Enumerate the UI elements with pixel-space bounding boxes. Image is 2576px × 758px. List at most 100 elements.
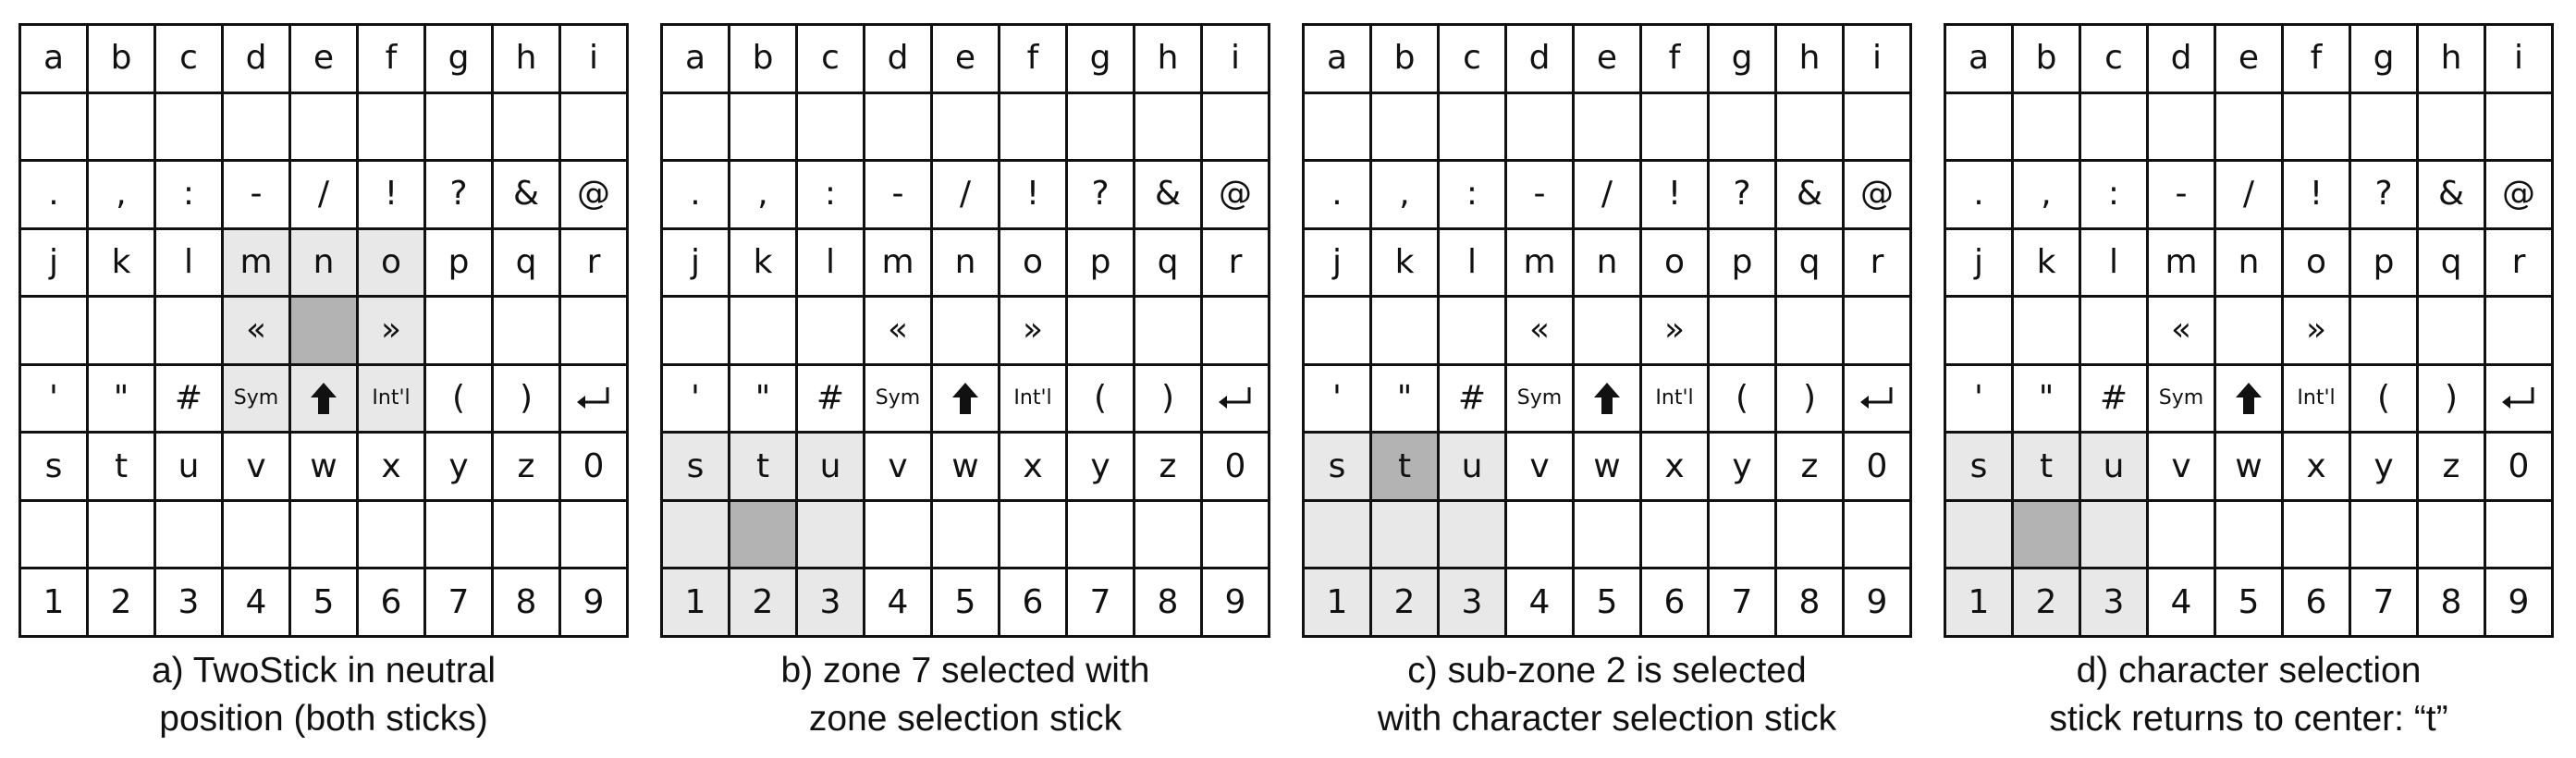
key-period: . [1946, 162, 2014, 230]
key-right-paren: ) [2419, 365, 2486, 434]
key-empty [1068, 93, 1135, 163]
key-b: b [730, 26, 798, 94]
key-x: x [1642, 434, 1710, 502]
key-3: 3 [798, 569, 865, 638]
key-empty [798, 93, 865, 163]
key-empty [1710, 298, 1777, 366]
key-empty [426, 501, 494, 570]
key-quote: " [89, 365, 156, 434]
key-empty [1845, 298, 1912, 366]
key-empty [1135, 501, 1203, 570]
key-empty [224, 93, 291, 163]
key-3: 3 [1440, 569, 1507, 638]
panel-caption: b) zone 7 selected with zone selection s… [660, 647, 1270, 743]
key-empty [359, 501, 426, 570]
key-empty [2419, 501, 2486, 570]
key-apostrophe: ' [1946, 365, 2014, 434]
key-d: d [224, 26, 291, 94]
key-right-paren: ) [494, 365, 561, 434]
key-q: q [1135, 229, 1203, 299]
key-colon: : [156, 162, 224, 230]
key-empty [494, 501, 561, 570]
key-empty [1000, 501, 1068, 570]
key-r: r [561, 229, 629, 299]
key-hyphen: - [1507, 162, 1575, 230]
key-empty [291, 93, 359, 163]
key-9: 9 [2486, 569, 2554, 638]
key-n: n [2216, 229, 2284, 299]
key-2: 2 [1372, 569, 1440, 638]
key-3: 3 [156, 569, 224, 638]
key-n: n [1575, 229, 1642, 299]
key-empty [1710, 93, 1777, 163]
key-ampersand: & [1777, 162, 1845, 230]
key-l: l [156, 229, 224, 299]
key-hash: # [2081, 365, 2149, 434]
key-apostrophe: ' [663, 365, 730, 434]
key-question: ? [1710, 162, 1777, 230]
key-u: u [156, 434, 224, 502]
key-empty [561, 501, 629, 570]
key-sym: Sym [1507, 365, 1575, 434]
key-o: o [1642, 229, 1710, 299]
key-z: z [2419, 434, 2486, 502]
key-exclamation: ! [2284, 162, 2351, 230]
key-empty [224, 501, 291, 570]
key-empty [2149, 501, 2216, 570]
key-9: 9 [1845, 569, 1912, 638]
key-j: j [1305, 229, 1372, 299]
caption-line: position (both sticks) [159, 699, 488, 739]
key-w: w [933, 434, 1000, 502]
key-left-guillemet: « [1507, 298, 1575, 366]
key-0: 0 [1203, 434, 1270, 502]
key-slash: / [2216, 162, 2284, 230]
key-s: s [663, 434, 730, 502]
key-empty [865, 501, 933, 570]
key-m: m [865, 229, 933, 299]
panel-caption: c) sub-zone 2 is selected with character… [1302, 647, 1912, 743]
key-e: e [2216, 26, 2284, 94]
key-enter [2486, 365, 2554, 434]
key-u: u [2081, 434, 2149, 502]
key-f: f [1000, 26, 1068, 94]
key-empty [494, 93, 561, 163]
caption-line: with character selection stick [1377, 699, 1837, 739]
key-h: h [494, 26, 561, 94]
key-v: v [2149, 434, 2216, 502]
key-z: z [1777, 434, 1845, 502]
key-empty [1507, 501, 1575, 570]
key-comma: , [730, 162, 798, 230]
key-9: 9 [561, 569, 629, 638]
key-7: 7 [426, 569, 494, 638]
key-1: 1 [663, 569, 730, 638]
shift-arrow-icon [1593, 382, 1621, 415]
key-ampersand: & [2419, 162, 2486, 230]
key-e: e [1575, 26, 1642, 94]
key-empty [730, 298, 798, 366]
key-4: 4 [1507, 569, 1575, 638]
key-9: 9 [1203, 569, 1270, 638]
key-8: 8 [1135, 569, 1203, 638]
key-empty [1135, 93, 1203, 163]
key-empty [663, 501, 730, 570]
key-exclamation: ! [1000, 162, 1068, 230]
key-empty [865, 93, 933, 163]
key-e: e [291, 26, 359, 94]
key-a: a [21, 26, 89, 94]
key-right-guillemet: » [1000, 298, 1068, 366]
key-slash: / [933, 162, 1000, 230]
key-empty [1845, 501, 1912, 570]
key-empty [798, 298, 865, 366]
key-slash: / [291, 162, 359, 230]
key-empty [2216, 298, 2284, 366]
key-n: n [933, 229, 1000, 299]
key-a: a [663, 26, 730, 94]
key-empty [2014, 93, 2081, 163]
key-quote: " [730, 365, 798, 434]
caption-line: d) character selection [2076, 651, 2422, 691]
key-n: n [291, 229, 359, 299]
key-1: 1 [1946, 569, 2014, 638]
